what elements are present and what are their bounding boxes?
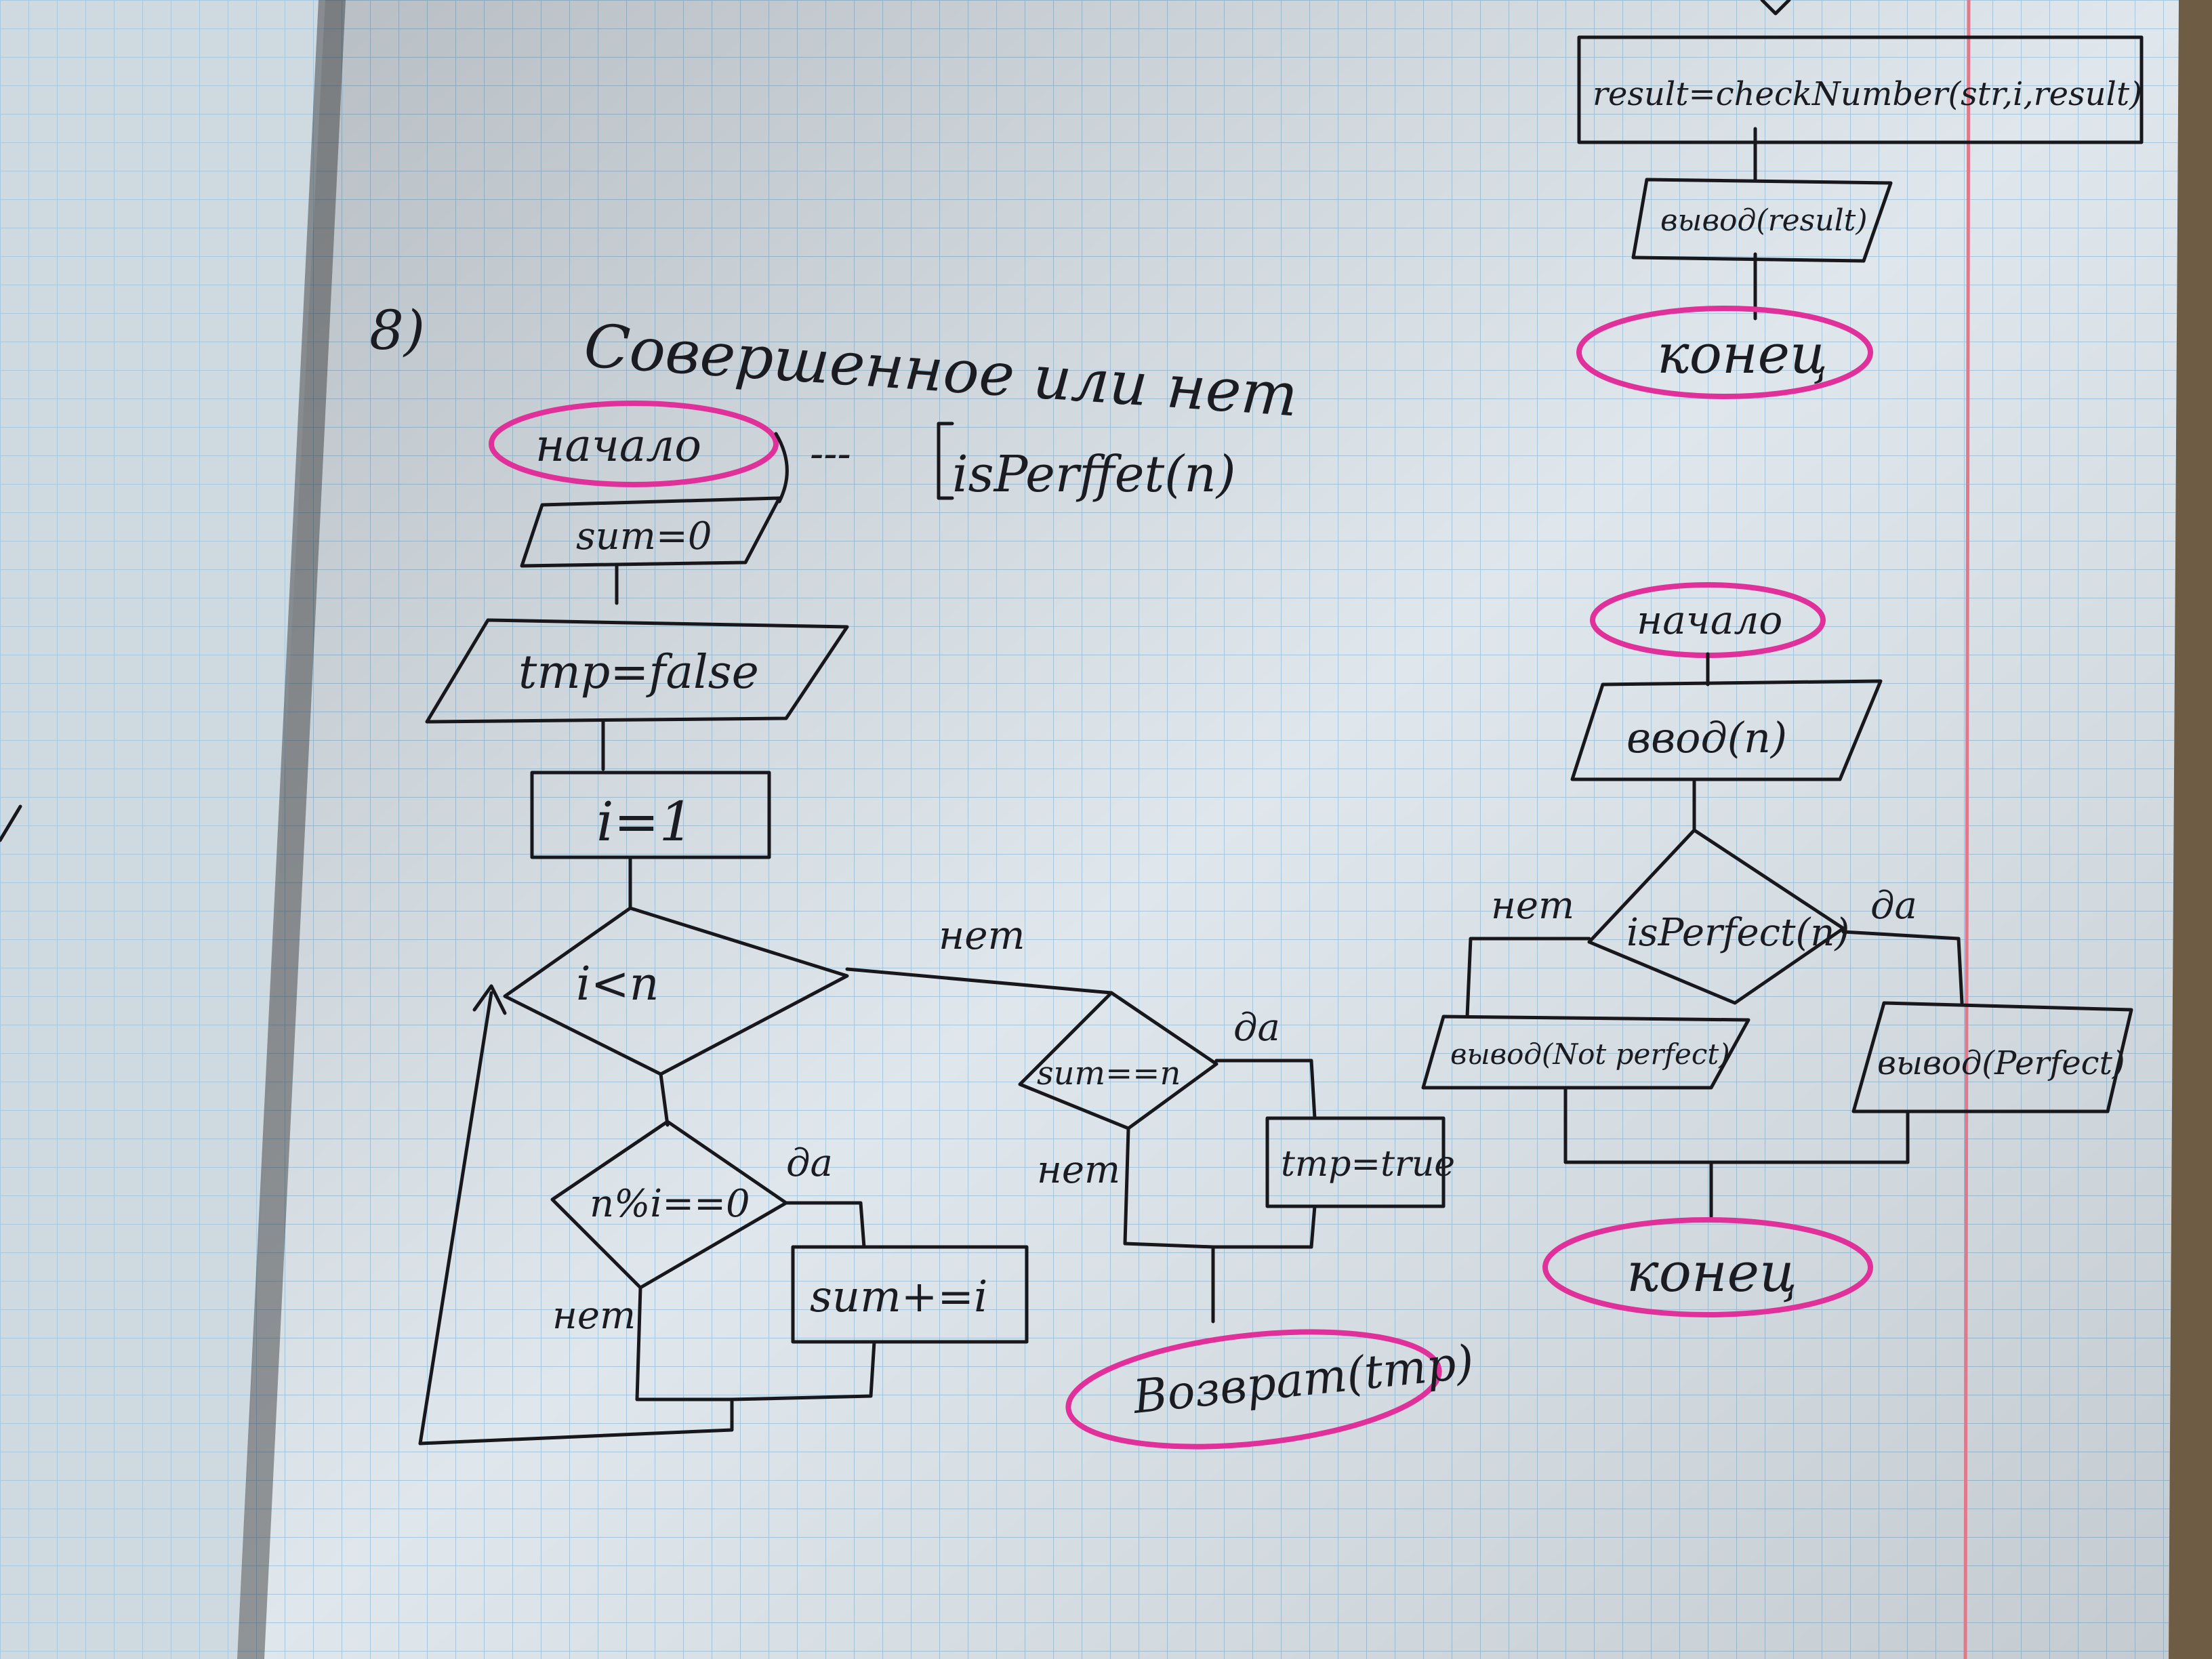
note-signature: isPerffet(n) — [952, 445, 1236, 504]
tmp-init-text: tmp=false — [518, 646, 759, 699]
tmp-set-box — [1265, 1116, 1446, 1208]
tmp-init-parallelogram — [425, 618, 849, 724]
output-result-text: вывод(result) — [1660, 203, 1868, 238]
tmp-set-text: tmp=true — [1281, 1144, 1455, 1185]
end-oval-top — [1576, 306, 1873, 399]
loop-condition-text: i<n — [576, 958, 659, 1011]
mod-condition-text: n%i==0 — [590, 1182, 750, 1226]
sum-yes-label: да — [1233, 1006, 1280, 1050]
func-start-oval — [489, 401, 779, 487]
sum-add-text: sum+=i — [810, 1272, 987, 1322]
i-init-text: i=1 — [596, 790, 694, 853]
output-not-perfect-parallelogram — [1421, 1015, 1750, 1090]
left-page-mark — [0, 804, 22, 842]
sum-init-parallelogram — [520, 496, 781, 568]
main-condition-text: isPerfect(n) — [1626, 911, 1849, 955]
output-perfect-text: вывод(Perfect) — [1877, 1044, 2125, 1082]
main-condition-diamond — [1587, 828, 1845, 1005]
main-start-text: начало — [1637, 597, 1782, 643]
main-end-oval — [1542, 1217, 1873, 1317]
note-bracket — [937, 422, 954, 500]
loop-back-arrowhead — [472, 984, 507, 1015]
problem-number: 8) — [369, 299, 425, 362]
main-yes-label: да — [1870, 884, 1917, 928]
loop-no-label: нет — [939, 912, 1025, 958]
mod-yes-label: да — [786, 1141, 833, 1185]
note-dashes: --- — [810, 430, 851, 478]
output-result-parallelogram — [1631, 178, 1893, 263]
mod-no-label: нет — [552, 1294, 636, 1338]
sum-init-text: sum=0 — [576, 514, 712, 558]
main-flowchart: начало ввод(n) isPerfect(n) нет да вывод… — [1421, 582, 2133, 1317]
return-oval — [1065, 1329, 1442, 1450]
arrow-head-top — [1760, 0, 1791, 16]
main-input-text: ввод(n) — [1626, 713, 1787, 762]
main-input-parallelogram — [1570, 679, 1883, 781]
end-text-top: конец — [1657, 323, 1828, 386]
top-right-flow: result=checkNumber(str,i,result) вывод(r… — [1576, 0, 2144, 399]
output-perfect-parallelogram — [1851, 1001, 2133, 1113]
main-end-text: конец — [1626, 1241, 1797, 1304]
result-assign-text: result=checkNumber(str,i,result) — [1593, 75, 2142, 113]
i-init-box — [530, 771, 771, 859]
margin-line — [1963, 0, 1971, 1659]
loop-no-line — [845, 967, 1113, 995]
main-no-label: нет — [1491, 884, 1574, 928]
spine-shadow — [237, 0, 346, 1659]
func-start-text: начало — [535, 419, 701, 472]
result-assign-box — [1577, 35, 2144, 144]
sum-condition-text: sum==n — [1037, 1054, 1181, 1092]
output-not-perfect-text: вывод(Not perfect) — [1450, 1038, 1730, 1071]
sum-add-box — [791, 1245, 1029, 1344]
loop-back-line — [418, 991, 493, 1446]
sum-no-label: нет — [1037, 1148, 1120, 1192]
